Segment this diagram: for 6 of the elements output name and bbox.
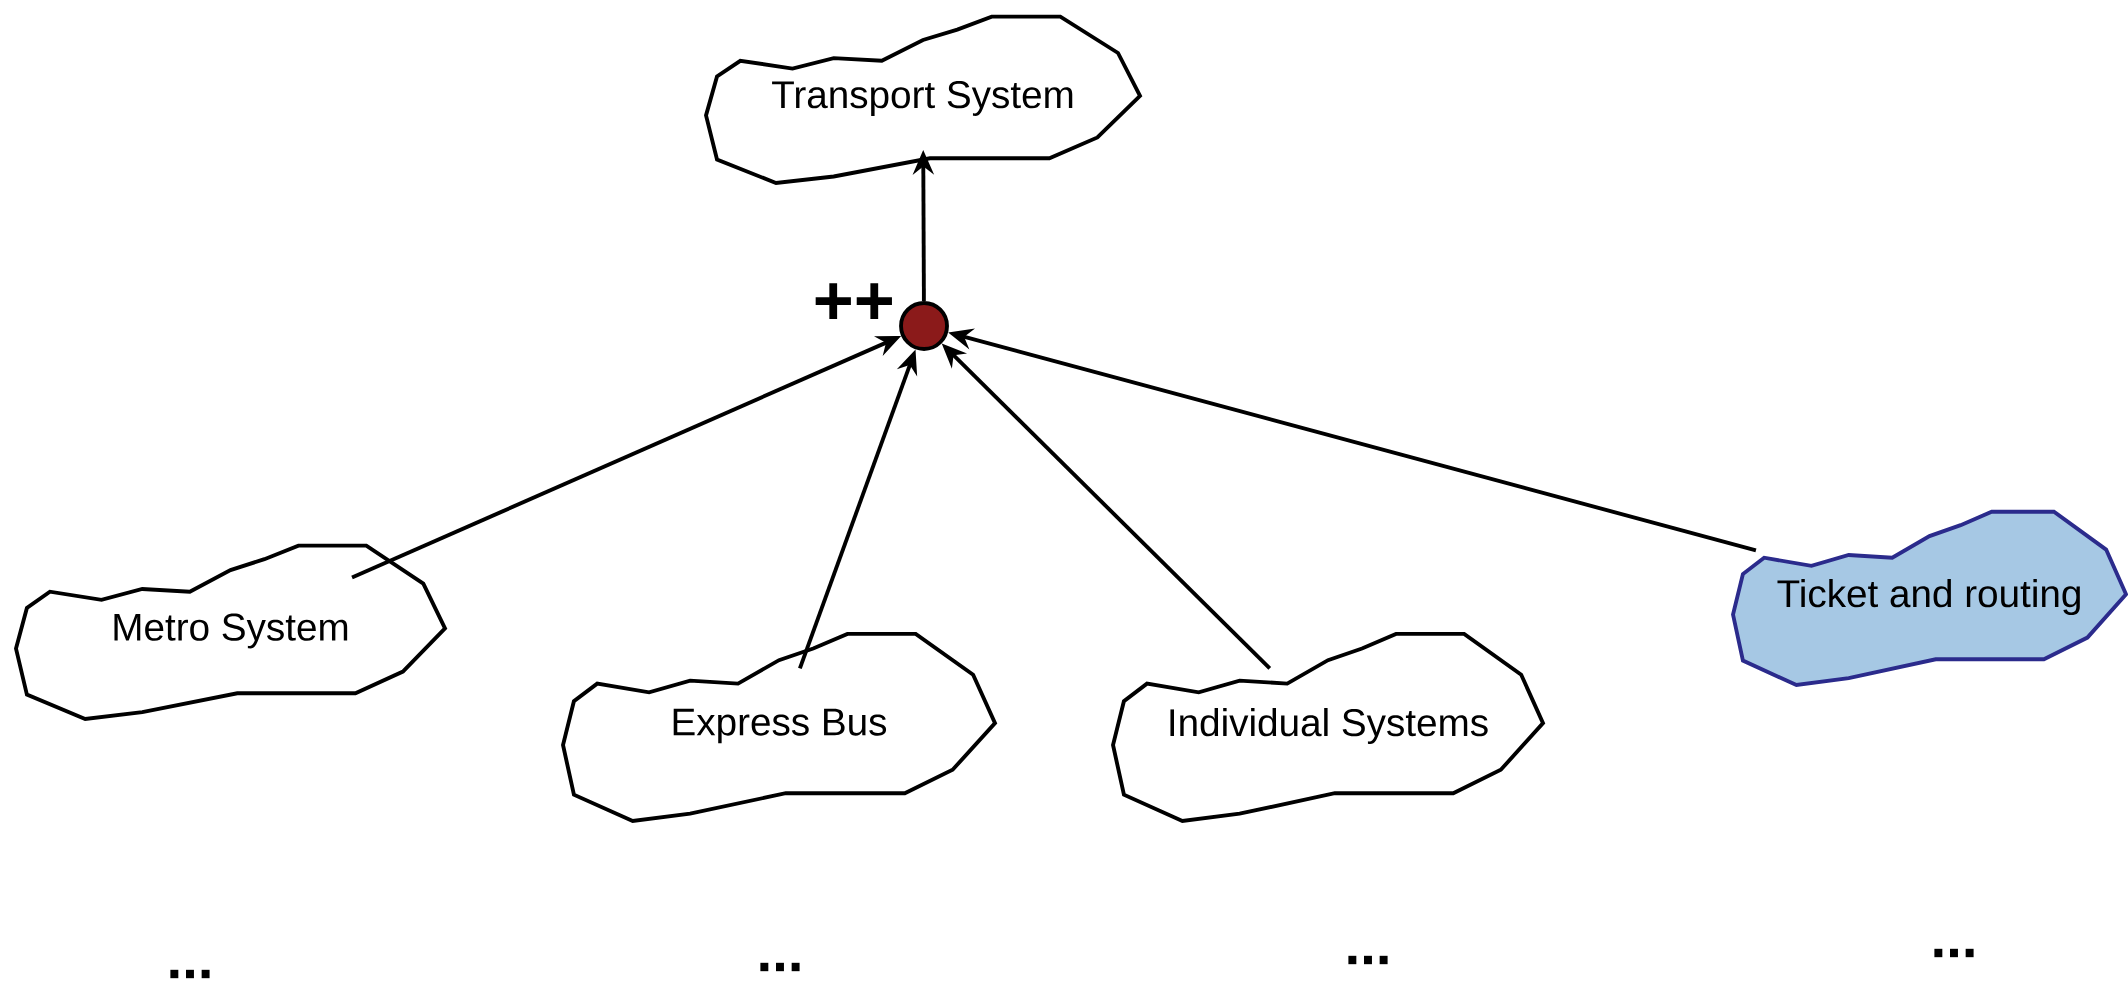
junction-dot bbox=[899, 301, 949, 351]
ellipsis-label: ... bbox=[760, 962, 800, 972]
ellipsis-label: ... bbox=[170, 969, 210, 979]
ellipsis-label: ... bbox=[1348, 955, 1388, 965]
ellipsis-label: ... bbox=[1934, 948, 1974, 958]
operator-label: ++ bbox=[815, 283, 892, 320]
